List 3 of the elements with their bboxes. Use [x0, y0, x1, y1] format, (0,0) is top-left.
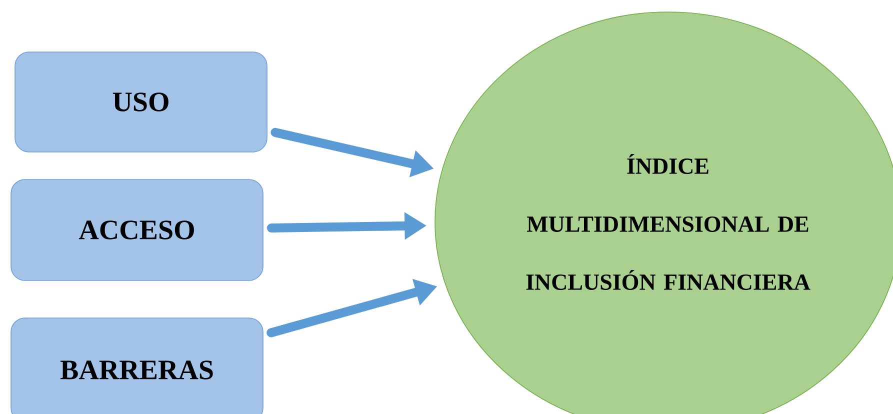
rounded-box: BARRERAS — [10, 318, 264, 414]
rounded-box: ACCESO — [10, 179, 264, 281]
rounded-box: USO — [14, 52, 268, 152]
